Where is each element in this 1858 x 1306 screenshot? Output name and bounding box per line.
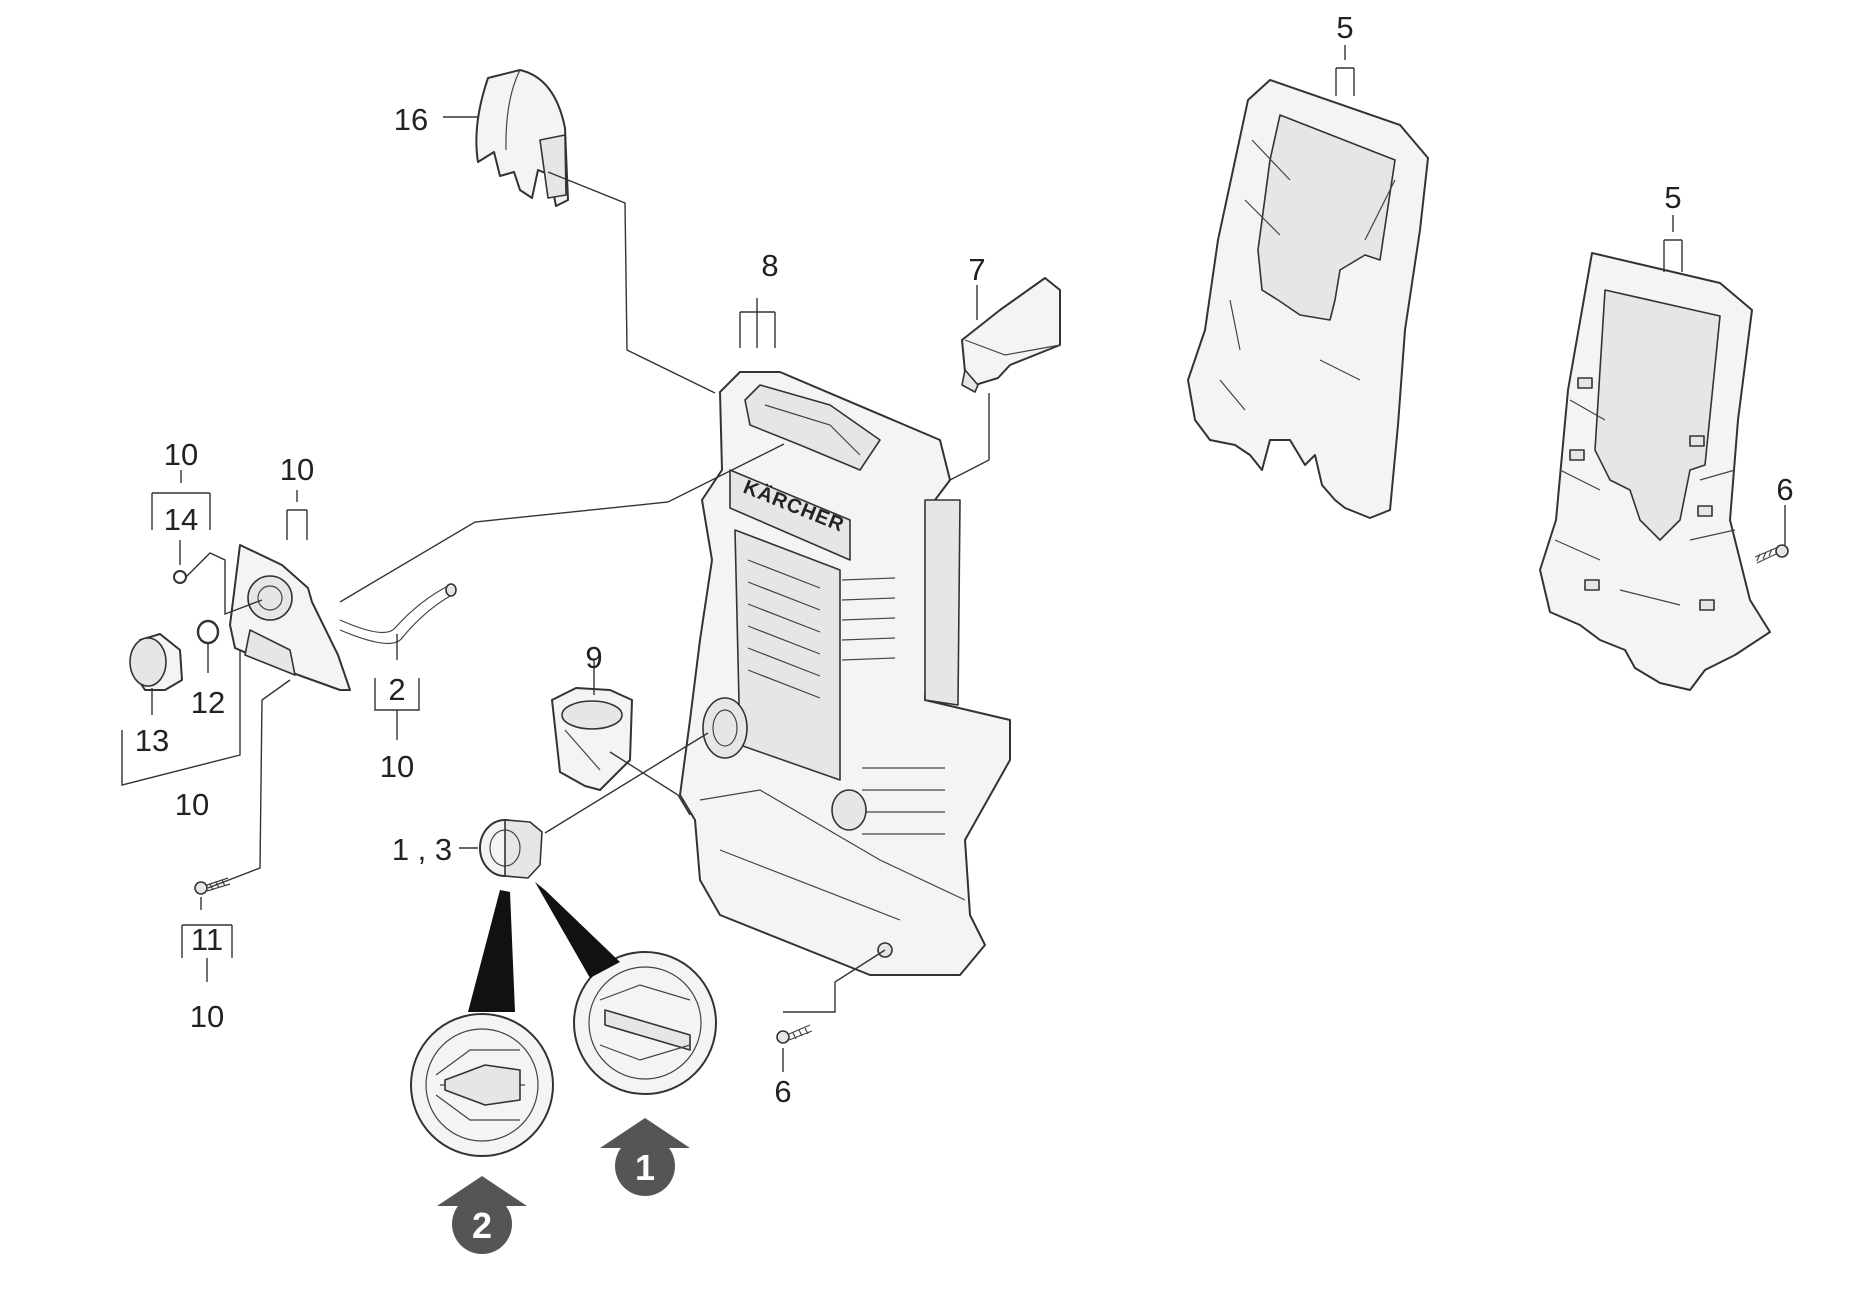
part-2-bracket [229,544,457,691]
part-9-holder [551,687,633,791]
badge-variant-2: 2 [437,1176,527,1254]
callout-6-right: 6 [1776,472,1793,507]
pointer-to-detail-2 [468,890,515,1012]
callout-9: 9 [585,640,602,675]
part-6-screw-bottom [776,1024,813,1044]
part-6-screw-right [1754,544,1789,564]
callout-12: 12 [191,685,225,720]
part-5-frame-lower [1539,252,1771,691]
callout-14: 14 [164,502,198,537]
callout-5-upper: 5 [1336,10,1353,45]
part-5-frame-upper [1187,79,1429,519]
main-housing: KÄRCHER [679,371,1011,976]
callout-10-bottom: 10 [190,999,224,1034]
callout-13: 13 [135,723,169,758]
part-16-hook [475,69,569,207]
callout-10-top: 10 [164,437,198,472]
part-1-3-knob [479,819,543,879]
callout-10-left: 10 [175,787,209,822]
callout-1-3: 1 , 3 [392,832,452,867]
callout-10-right: 10 [380,749,414,784]
callout-6-bottom: 6 [774,1074,791,1109]
detail-view-variant-2 [410,1013,554,1157]
detail-view-variant-1 [573,951,717,1095]
callout-10-mid: 10 [280,452,314,487]
part-7-clip [961,277,1061,393]
pointer-to-detail-1 [535,882,620,978]
callout-8: 8 [761,248,778,283]
badge-1-text: 1 [635,1147,655,1188]
callout-16: 16 [394,102,428,137]
callout-7: 7 [968,252,985,287]
callout-5-lower: 5 [1664,180,1681,215]
callout-11: 11 [191,922,223,957]
leader-lines [121,45,1786,1072]
badge-2-text: 2 [472,1205,492,1246]
part-12-oring [196,619,220,645]
callout-2: 2 [388,672,405,707]
callout-labels: 16 8 7 5 5 6 6 10 14 10 12 13 10 2 10 9 … [135,10,1794,1109]
badge-variant-1: 1 [600,1118,690,1196]
part-14-ring [173,570,187,584]
part-13-cap [129,633,183,691]
